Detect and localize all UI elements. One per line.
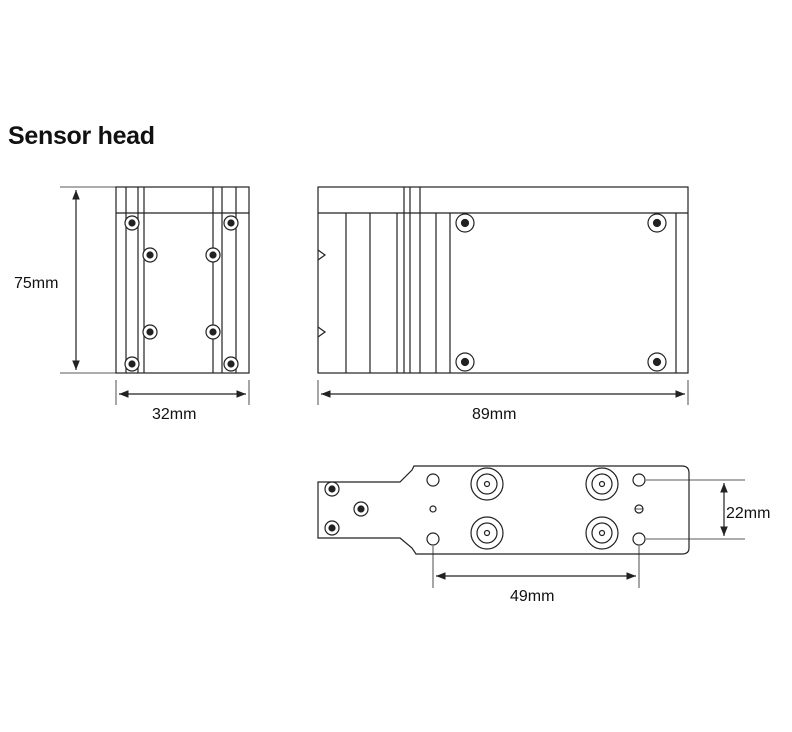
- front-screws: [124, 215, 239, 372]
- length-label: 89mm: [472, 406, 516, 423]
- side-screws: [455, 213, 667, 372]
- hole-vertical-dimension: 22mm: [646, 479, 770, 540]
- front-view: [115, 186, 250, 374]
- hole-horizontal-dimension: 49mm: [432, 546, 640, 605]
- bottom-view: [317, 465, 690, 555]
- diagram-title: Sensor head: [8, 122, 155, 150]
- height-dimension: 75mm: [14, 186, 116, 374]
- width-dimension: 32mm: [115, 380, 250, 423]
- length-dimension: 89mm: [317, 380, 689, 423]
- side-view: [317, 186, 689, 374]
- hole-vertical-label: 22mm: [726, 505, 770, 522]
- hole-horizontal-label: 49mm: [510, 588, 554, 605]
- height-label: 75mm: [14, 275, 58, 292]
- width-label: 32mm: [152, 406, 196, 423]
